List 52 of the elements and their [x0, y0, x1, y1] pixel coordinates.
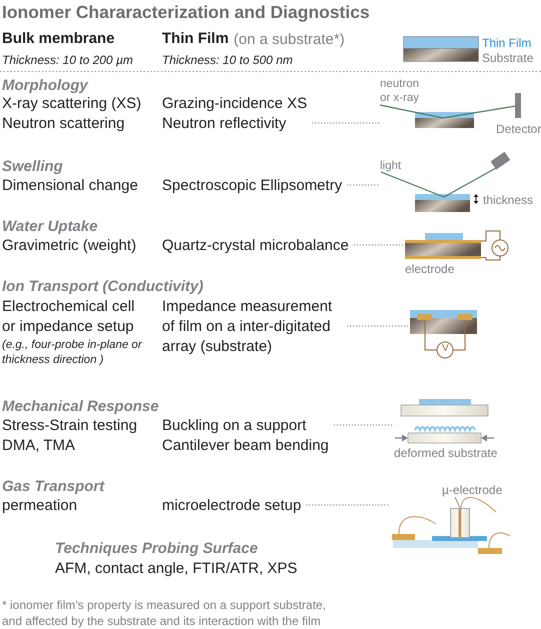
technique-text: Gravimetric (weight) — [2, 236, 136, 256]
technique-text: permeation — [2, 496, 78, 516]
drawing-label: µ-electrode — [442, 483, 502, 497]
technique-text: AFM, contact angle, FTIR/ATR, XPS — [55, 559, 298, 579]
category-heading: Gas Transport — [2, 478, 104, 495]
column-heading: Bulk membrane — [2, 30, 115, 47]
technique-text: Quartz-crystal microbalance — [162, 236, 349, 256]
leader-line — [346, 184, 380, 186]
footnote: * ionomer film’s property is measured on a support substrate, and affected by the substrate and its interaction with the film — [2, 597, 327, 629]
leader-line — [353, 244, 404, 246]
technique-text: Spectroscopic Ellipsometry — [162, 176, 342, 196]
category-heading: Mechanical Response — [2, 398, 159, 415]
microbalance-setup-drawing — [404, 230, 508, 261]
thickness-note: Thickness: 10 to 500 nm — [162, 53, 293, 67]
thickness-note: Thickness: 10 to 200 µm — [2, 53, 133, 67]
category-heading: Morphology — [2, 77, 88, 94]
example-note: (e.g., four-probe in-plane or thickness direction ) — [2, 338, 144, 368]
technique-text: Dimensional change — [2, 176, 138, 196]
category-heading: Water Uptake — [2, 218, 98, 235]
category-heading: Ion Transport (Conductivity) — [2, 278, 204, 295]
drawing-label: Thin Film — [482, 36, 532, 50]
drawing-label: thickness — [483, 193, 534, 207]
technique-text: Electrochemical cell or impedance setup — [2, 297, 136, 337]
technique-text: Stress-Strain testing — [2, 416, 138, 436]
drawing-label: electrode — [405, 262, 454, 276]
drawing-label: deformed substrate — [394, 446, 498, 460]
technique-text: Neutron reflectivity — [162, 114, 286, 134]
column-heading: Thin Film — [162, 30, 229, 47]
technique-text: Cantilever beam bending — [162, 436, 329, 456]
leader-line — [312, 122, 380, 124]
technique-text: X-ray scattering (XS) — [2, 94, 142, 114]
diagram-title: Ionomer Chararacterization and Diagnostics — [2, 2, 370, 23]
electrode-block — [450, 508, 470, 538]
category-heading: Swelling — [2, 158, 63, 175]
drawing-label: Substrate — [482, 51, 534, 65]
buckling-setup-drawing — [394, 398, 495, 445]
technique-text: Impedance measurement of film on a inter-digitated array (substrate) — [162, 297, 342, 357]
drawing-label: Detector — [496, 122, 541, 136]
technique-text: Grazing-incidence XS — [162, 94, 308, 114]
technique-text: DMA, TMA — [2, 436, 76, 456]
drawing-label: light — [380, 159, 402, 173]
column-note: (on a substrate*) — [234, 31, 345, 48]
leader-line — [454, 496, 460, 508]
technique-text: Neutron scattering — [2, 114, 125, 134]
voltmeter-label: V — [442, 343, 449, 354]
technique-text: Buckling on a support — [162, 416, 306, 436]
category-heading: Techniques Probing Surface — [55, 540, 258, 557]
leader-line — [333, 424, 394, 426]
technique-text: microelectrode setup — [162, 496, 302, 516]
leader-line — [306, 504, 390, 506]
impedance-array-drawing — [409, 309, 479, 359]
drawing-label: neutron or x-ray — [380, 77, 420, 105]
